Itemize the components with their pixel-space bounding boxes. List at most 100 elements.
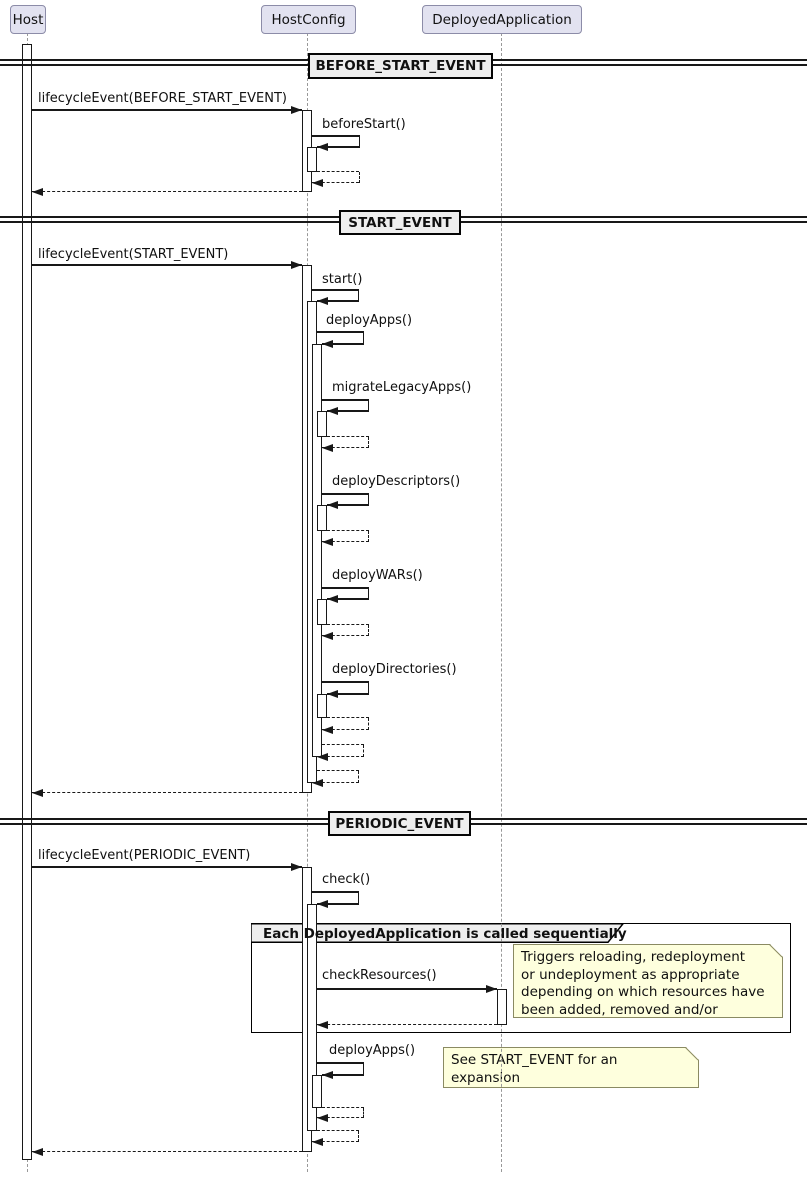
return-line <box>317 756 364 758</box>
activation-bar <box>312 1075 322 1108</box>
return-line <box>317 770 359 772</box>
return-line <box>312 782 359 784</box>
arrowhead <box>32 788 43 797</box>
arrowhead <box>317 1113 328 1122</box>
message-deploy-directories: deployDirectories() <box>332 662 457 677</box>
arrowhead <box>327 500 338 509</box>
message-line <box>322 399 369 401</box>
return-line <box>322 744 364 746</box>
divider-before-start-event: BEFORE_START_EVENT <box>308 53 493 79</box>
activation-bar <box>317 411 327 437</box>
message-lifecycle-periodic: lifecycleEvent(PERIODIC_EVENT) <box>38 848 251 863</box>
message-line <box>317 1062 364 1064</box>
message-line <box>32 866 302 868</box>
return-line <box>327 624 369 626</box>
message-line <box>327 504 369 506</box>
return-line <box>367 437 369 448</box>
arrowhead <box>32 1147 43 1156</box>
return-line <box>317 171 359 173</box>
message-line <box>357 892 359 904</box>
message-line <box>327 410 369 412</box>
message-line <box>327 693 369 695</box>
participant-deployedapplication: DeployedApplication <box>422 5 582 34</box>
message-deploy-apps: deployApps() <box>326 313 413 328</box>
group-label: Each DeployedApplication is called seque… <box>263 926 627 942</box>
message-check: check() <box>322 872 371 887</box>
message-line <box>312 135 360 137</box>
message-before-start: beforeStart() <box>322 117 406 132</box>
arrowhead <box>312 778 323 787</box>
activation-bar <box>497 989 507 1025</box>
message-line <box>317 331 364 333</box>
return-line <box>357 771 359 783</box>
return-line <box>312 182 359 184</box>
return-line <box>358 172 360 183</box>
arrowhead <box>312 178 323 187</box>
message-line <box>322 343 364 345</box>
return-line <box>322 447 369 449</box>
return-line <box>367 625 369 636</box>
arrowhead <box>322 537 333 546</box>
message-line <box>322 1074 364 1076</box>
activation-bar <box>307 904 317 1131</box>
note-check-resources: Triggers reloading, redeployment or unde… <box>513 944 783 1018</box>
arrowhead <box>322 631 333 640</box>
message-check-resources: checkResources() <box>322 968 437 983</box>
message-line <box>317 903 359 905</box>
activation-bar <box>317 599 327 625</box>
arrowhead <box>312 1137 323 1146</box>
message-line <box>312 289 359 291</box>
arrowhead <box>327 406 338 415</box>
message-start: start() <box>322 272 363 287</box>
arrowhead <box>322 1070 333 1079</box>
return-line <box>32 191 302 193</box>
message-deploy-descriptors: deployDescriptors() <box>332 474 461 489</box>
message-line <box>358 136 360 147</box>
message-lifecycle-start: lifecycleEvent(START_EVENT) <box>38 247 229 262</box>
note-deploy-apps: See START_EVENT for an expansion of the … <box>443 1047 699 1088</box>
arrowhead <box>322 443 333 452</box>
arrowhead <box>291 105 302 114</box>
return-line <box>367 718 369 730</box>
activation-bar <box>317 694 327 718</box>
divider-periodic-event: PERIODIC_EVENT <box>328 811 471 836</box>
return-line <box>327 436 369 438</box>
return-line <box>357 1131 359 1142</box>
activation-bar <box>22 44 32 1160</box>
return-line <box>322 541 369 543</box>
arrowhead <box>317 899 328 908</box>
return-line <box>322 729 369 731</box>
activation-bar <box>307 147 317 172</box>
return-line <box>317 1117 364 1119</box>
arrowhead <box>317 142 328 151</box>
arrowhead <box>317 296 328 305</box>
return-line <box>367 531 369 542</box>
arrowhead <box>486 984 497 993</box>
arrowhead <box>327 689 338 698</box>
message-line <box>312 891 359 893</box>
message-line <box>362 332 364 344</box>
return-line <box>317 1130 359 1132</box>
message-line <box>367 494 369 505</box>
message-line <box>32 264 302 266</box>
return-line <box>362 1108 364 1118</box>
message-line <box>367 400 369 411</box>
return-line <box>327 717 369 719</box>
message-line <box>367 682 369 694</box>
return-line <box>317 1024 497 1026</box>
arrowhead <box>291 260 302 269</box>
arrowhead <box>322 339 333 348</box>
arrowhead <box>32 187 43 196</box>
message-line <box>367 588 369 599</box>
arrowhead <box>317 752 328 761</box>
participant-hostconfig: HostConfig <box>261 5 356 34</box>
arrowhead <box>322 725 333 734</box>
message-lifecycle-before-start: lifecycleEvent(BEFORE_START_EVENT) <box>38 91 287 106</box>
participant-host: Host <box>10 5 46 34</box>
message-line <box>32 109 302 111</box>
activation-bar <box>317 505 327 531</box>
message-line <box>362 1063 364 1075</box>
message-deploy-wars: deployWARs() <box>332 568 423 583</box>
